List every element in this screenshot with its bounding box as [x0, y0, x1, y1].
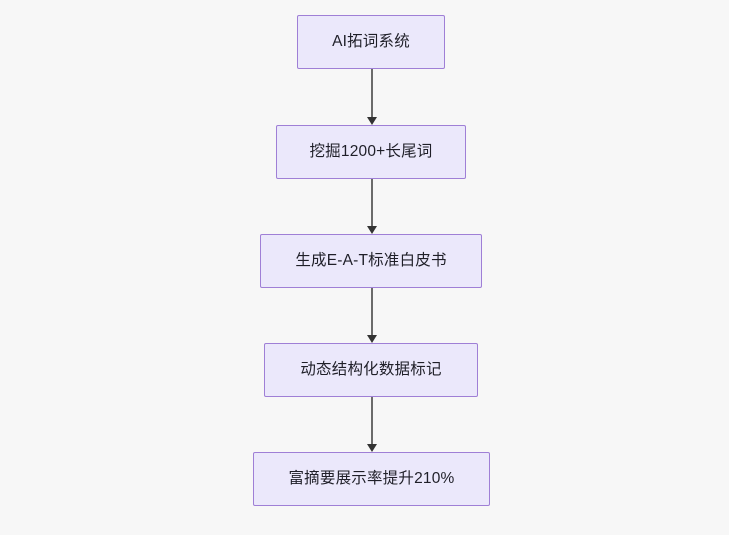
- flow-node[interactable]: 挖掘1200+长尾词: [276, 125, 466, 179]
- edge-line: [371, 397, 373, 445]
- edge-line: [371, 288, 373, 336]
- arrowhead-down-icon: [367, 117, 377, 125]
- flow-node-label: 动态结构化数据标记: [300, 361, 442, 379]
- arrowhead-down-icon: [367, 444, 377, 452]
- arrowhead-down-icon: [367, 226, 377, 234]
- flow-node-label: 生成E-A-T标准白皮书: [295, 252, 447, 270]
- arrowhead-down-icon: [367, 335, 377, 343]
- edge-line: [371, 69, 373, 118]
- flow-node[interactable]: 富摘要展示率提升210%: [253, 452, 490, 506]
- flow-node[interactable]: AI拓词系统: [297, 15, 445, 69]
- flow-node[interactable]: 动态结构化数据标记: [264, 343, 478, 397]
- flow-node-label: AI拓词系统: [332, 33, 410, 51]
- flow-node-label: 富摘要展示率提升210%: [288, 470, 455, 488]
- flow-node[interactable]: 生成E-A-T标准白皮书: [260, 234, 482, 288]
- flow-node-label: 挖掘1200+长尾词: [309, 143, 433, 161]
- edge-line: [371, 179, 373, 227]
